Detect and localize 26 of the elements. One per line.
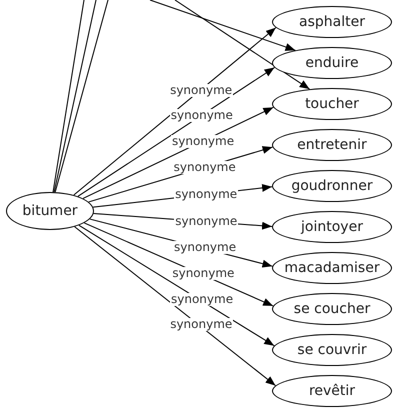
arrow [74, 226, 276, 386]
ellipse-node: revêtir [272, 375, 392, 407]
edge-label: synonyme [169, 318, 234, 332]
ellipse-node: entretenir [272, 129, 392, 161]
edge-label: synonyme [170, 109, 234, 122]
ellipse-node: macadamiser [272, 252, 392, 284]
edge-label: synonyme [171, 267, 236, 280]
edge-label: synonyme [173, 241, 238, 254]
ellipse-node: jointoyer [272, 211, 392, 243]
arrow [150, 0, 296, 51]
arrow [174, 0, 310, 90]
edge-label: synonyme [170, 292, 234, 306]
ellipse-node: goudronner [272, 170, 392, 202]
ellipse-node: bitumer [6, 192, 94, 230]
arrow [78, 224, 275, 346]
edge-label: synonyme [172, 160, 237, 174]
ellipse-node: enduire [272, 47, 392, 79]
ellipse-node: se coucher [272, 293, 392, 325]
arrow [77, 67, 275, 197]
ellipse-node: se couvrir [272, 334, 392, 366]
edge-label: synonyme [169, 84, 234, 98]
ellipse-node: toucher [272, 88, 392, 120]
edge-label: synonyme [174, 188, 238, 201]
arrow [73, 27, 276, 196]
edge-label: synonyme [171, 134, 236, 148]
ellipse-node: asphalter [272, 6, 392, 38]
